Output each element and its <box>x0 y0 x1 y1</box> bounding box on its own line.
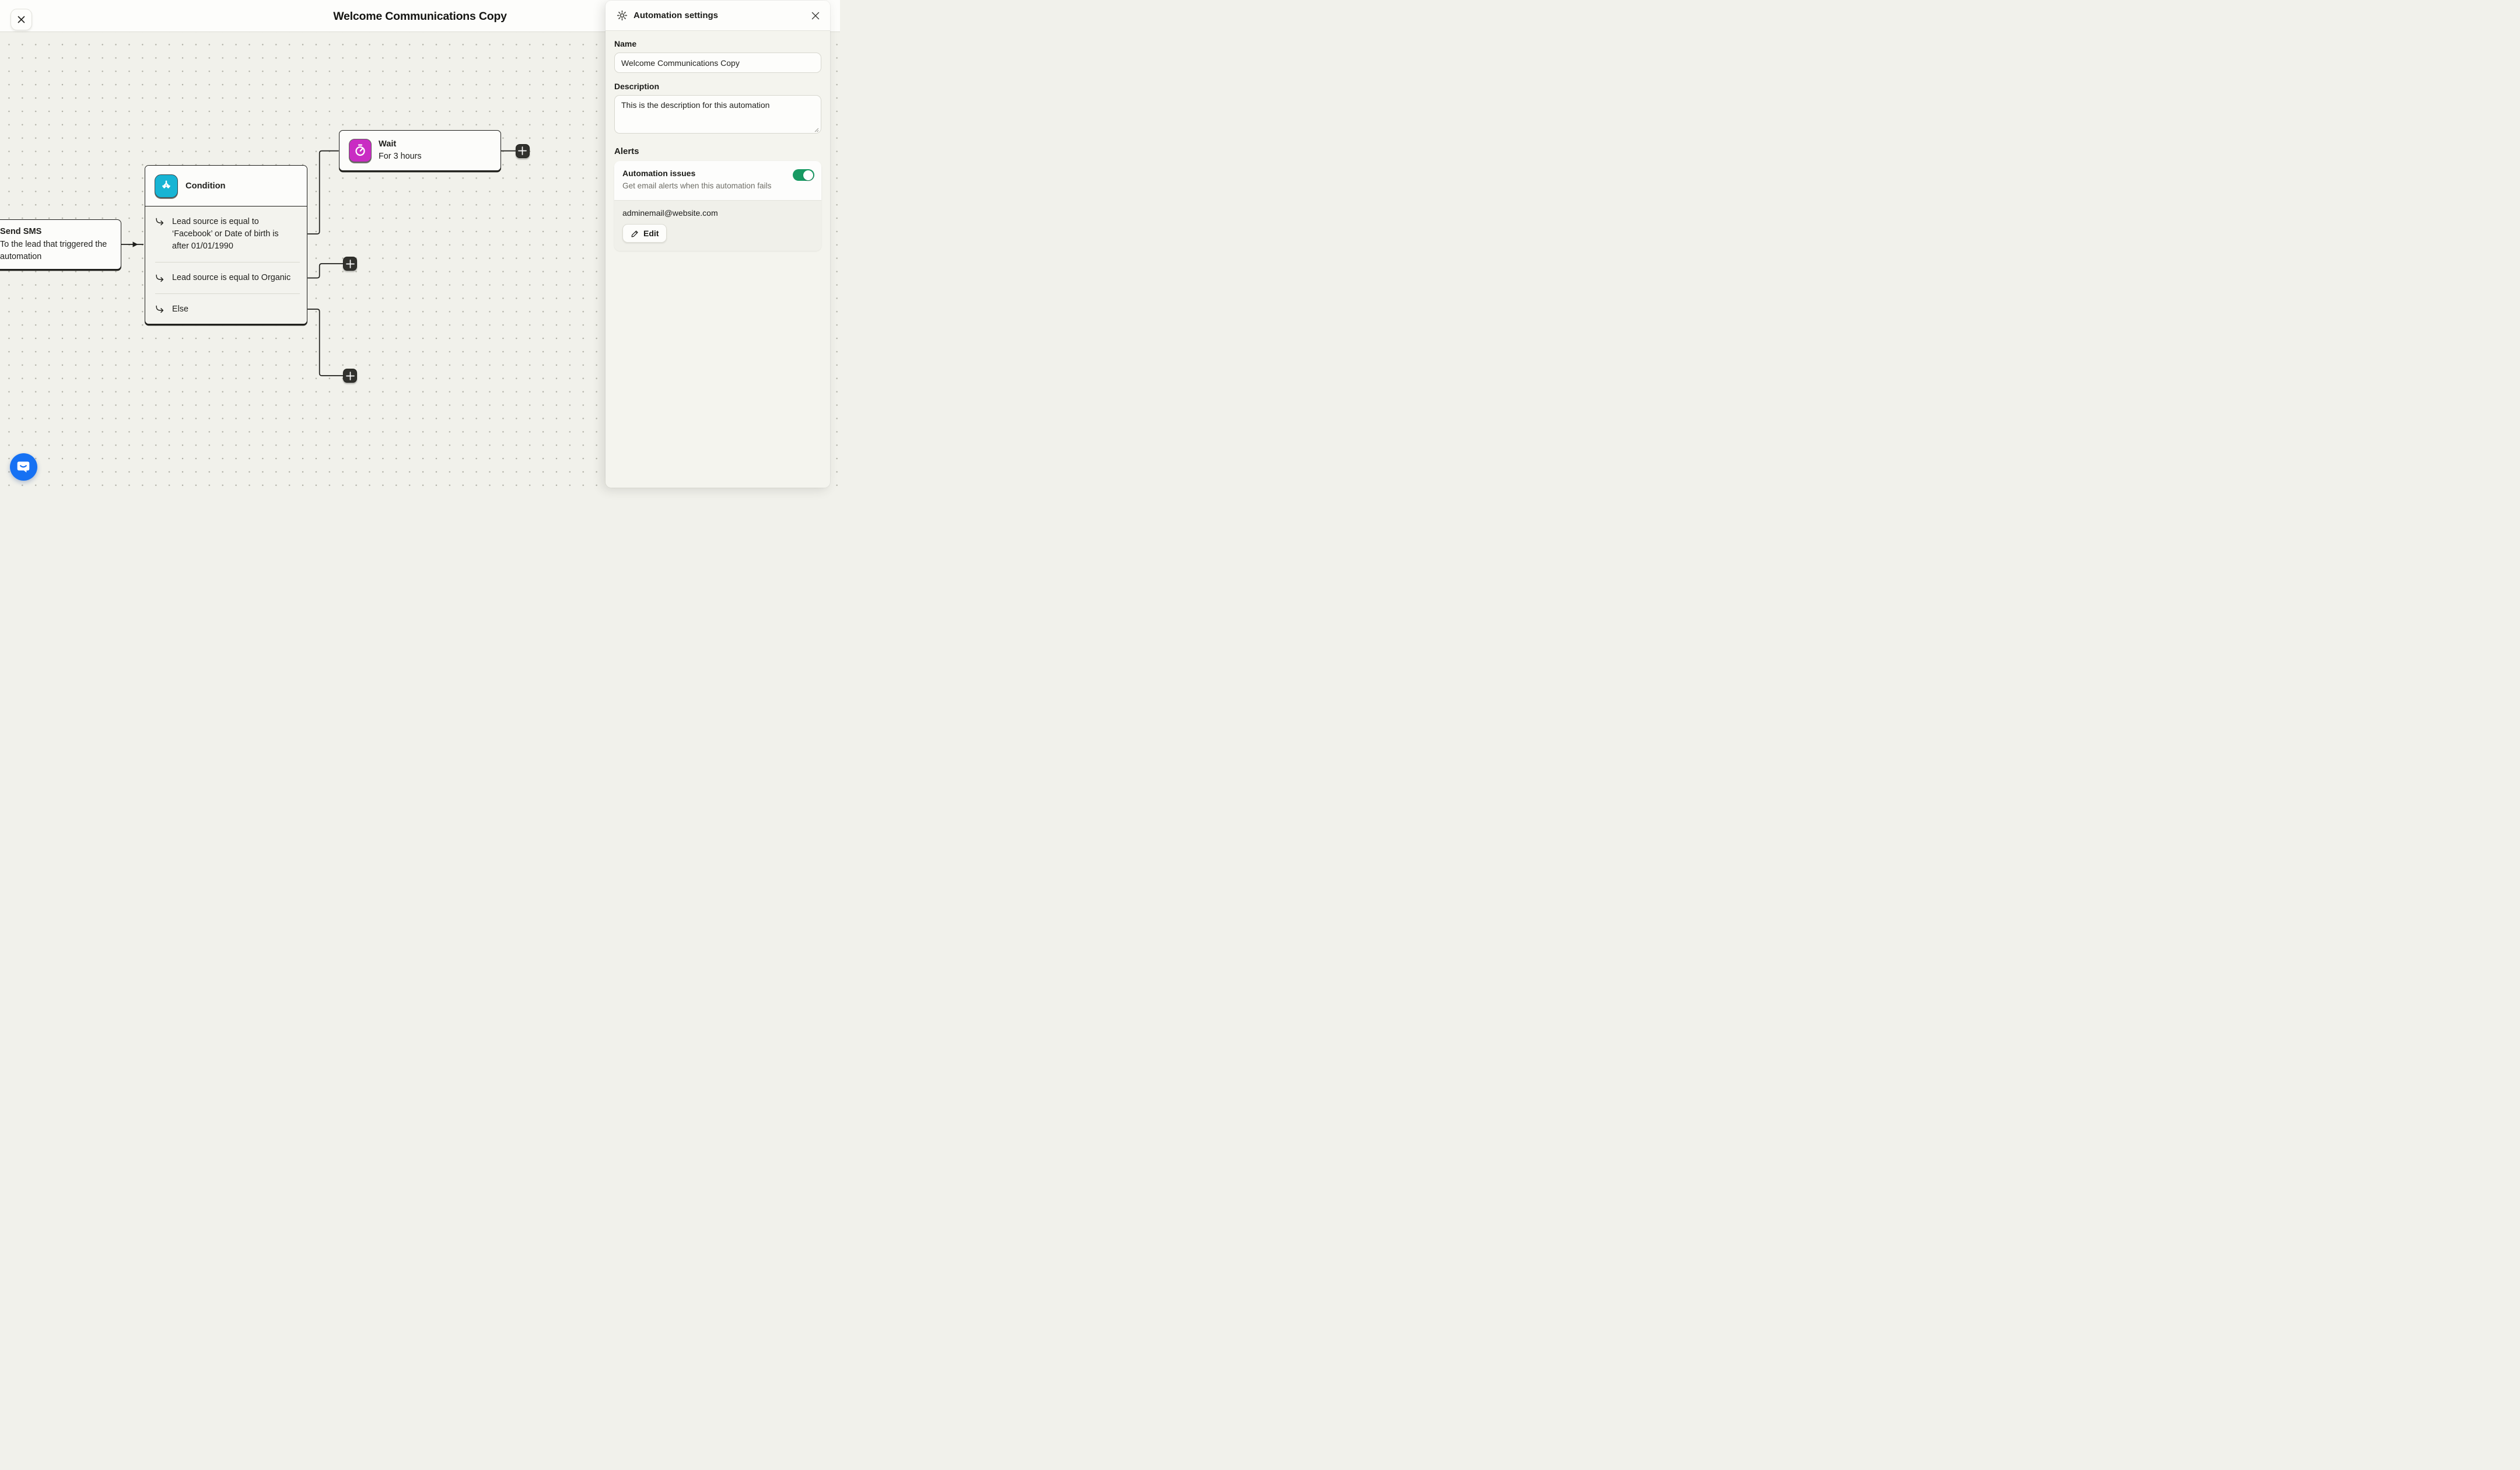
wait-node-subtitle: For 3 hours <box>378 151 422 161</box>
sms-node-title: Send SMS <box>0 227 42 236</box>
resize-handle-icon[interactable] <box>813 127 819 132</box>
condition-node-header: Condition <box>145 166 307 206</box>
condition-branch-icon <box>155 174 178 198</box>
connector-branch2-to-plus <box>307 263 344 279</box>
alerts-heading: Alerts <box>614 146 639 156</box>
add-step-branch2-button[interactable] <box>343 257 358 271</box>
alert-email: adminemail@website.com <box>622 208 718 218</box>
toggle-knob <box>803 170 814 180</box>
alerts-card: Automation issues Get email alerts when … <box>614 161 821 251</box>
condition-branch-1[interactable]: Lead source is equal to ‘Facebook’ or Da… <box>145 206 307 262</box>
exit-builder-button[interactable] <box>10 9 32 30</box>
automation-builder-screen: { "topbar": { "title": "Welcome Communic… <box>0 0 840 490</box>
plus-icon <box>518 146 527 155</box>
chat-bubble-icon <box>17 461 30 473</box>
panel-body: Name Description This is the description… <box>606 31 830 488</box>
page-title: Welcome Communications Copy <box>333 10 507 23</box>
wait-node[interactable]: Wait For 3 hours <box>338 130 501 171</box>
wait-node-title: Wait <box>378 139 397 149</box>
name-label: Name <box>614 39 637 48</box>
connector-branch1-to-wait <box>307 150 339 235</box>
automation-issues-title: Automation issues <box>622 169 696 178</box>
edit-button-label: Edit <box>643 229 659 238</box>
edit-email-button[interactable]: Edit <box>622 224 667 243</box>
automation-issues-subtitle: Get email alerts when this automation fa… <box>622 181 772 190</box>
condition-branches: Lead source is equal to ‘Facebook’ or Da… <box>145 206 307 324</box>
branch-arrow-icon <box>156 218 164 226</box>
branch-divider <box>155 293 300 295</box>
branch-2-label: Lead source is equal to Organic <box>172 273 291 283</box>
send-sms-node[interactable]: Send SMS To the lead that triggered the … <box>0 219 121 270</box>
card-divider <box>614 200 821 201</box>
description-label: Description <box>614 82 660 91</box>
stopwatch-icon <box>348 139 372 162</box>
condition-branch-2[interactable]: Lead source is equal to Organic <box>145 262 307 294</box>
panel-header: Automation settings <box>606 1 830 31</box>
add-step-else-button[interactable] <box>343 369 358 383</box>
chat-launcher-button[interactable] <box>9 453 37 481</box>
panel-close-button[interactable] <box>810 10 821 21</box>
name-input[interactable] <box>614 52 821 73</box>
pencil-icon <box>631 230 638 237</box>
close-icon <box>18 16 25 23</box>
alert-email-section: adminemail@website.com Edit <box>614 201 821 251</box>
branch-1-label: Lead source is equal to ‘Facebook’ or Da… <box>172 217 279 251</box>
add-step-after-wait-button[interactable] <box>515 144 530 158</box>
automation-issues-row: Automation issues Get email alerts when … <box>614 161 821 200</box>
condition-branch-else[interactable]: Else <box>145 294 307 323</box>
condition-node[interactable]: Condition Lead source is equal to ‘Faceb… <box>145 165 308 324</box>
panel-title: Automation settings <box>634 10 718 20</box>
branch-else-label: Else <box>172 304 188 314</box>
plus-icon <box>345 371 355 380</box>
sms-node-description: To the lead that triggered the automatio… <box>0 240 107 261</box>
close-icon <box>811 12 819 20</box>
plus-icon <box>345 259 355 268</box>
arrowhead-icon <box>132 242 138 247</box>
gear-icon <box>617 10 628 21</box>
branch-arrow-icon <box>156 274 164 282</box>
connector-else-to-plus <box>307 309 344 376</box>
automation-settings-panel: Automation settings Name Description Thi… <box>606 1 830 488</box>
branch-arrow-icon <box>156 305 164 313</box>
workflow-connectors <box>121 150 516 376</box>
automation-issues-toggle[interactable] <box>792 169 814 181</box>
condition-node-title: Condition <box>186 181 226 191</box>
description-textarea[interactable]: This is the description for this automat… <box>614 95 821 134</box>
